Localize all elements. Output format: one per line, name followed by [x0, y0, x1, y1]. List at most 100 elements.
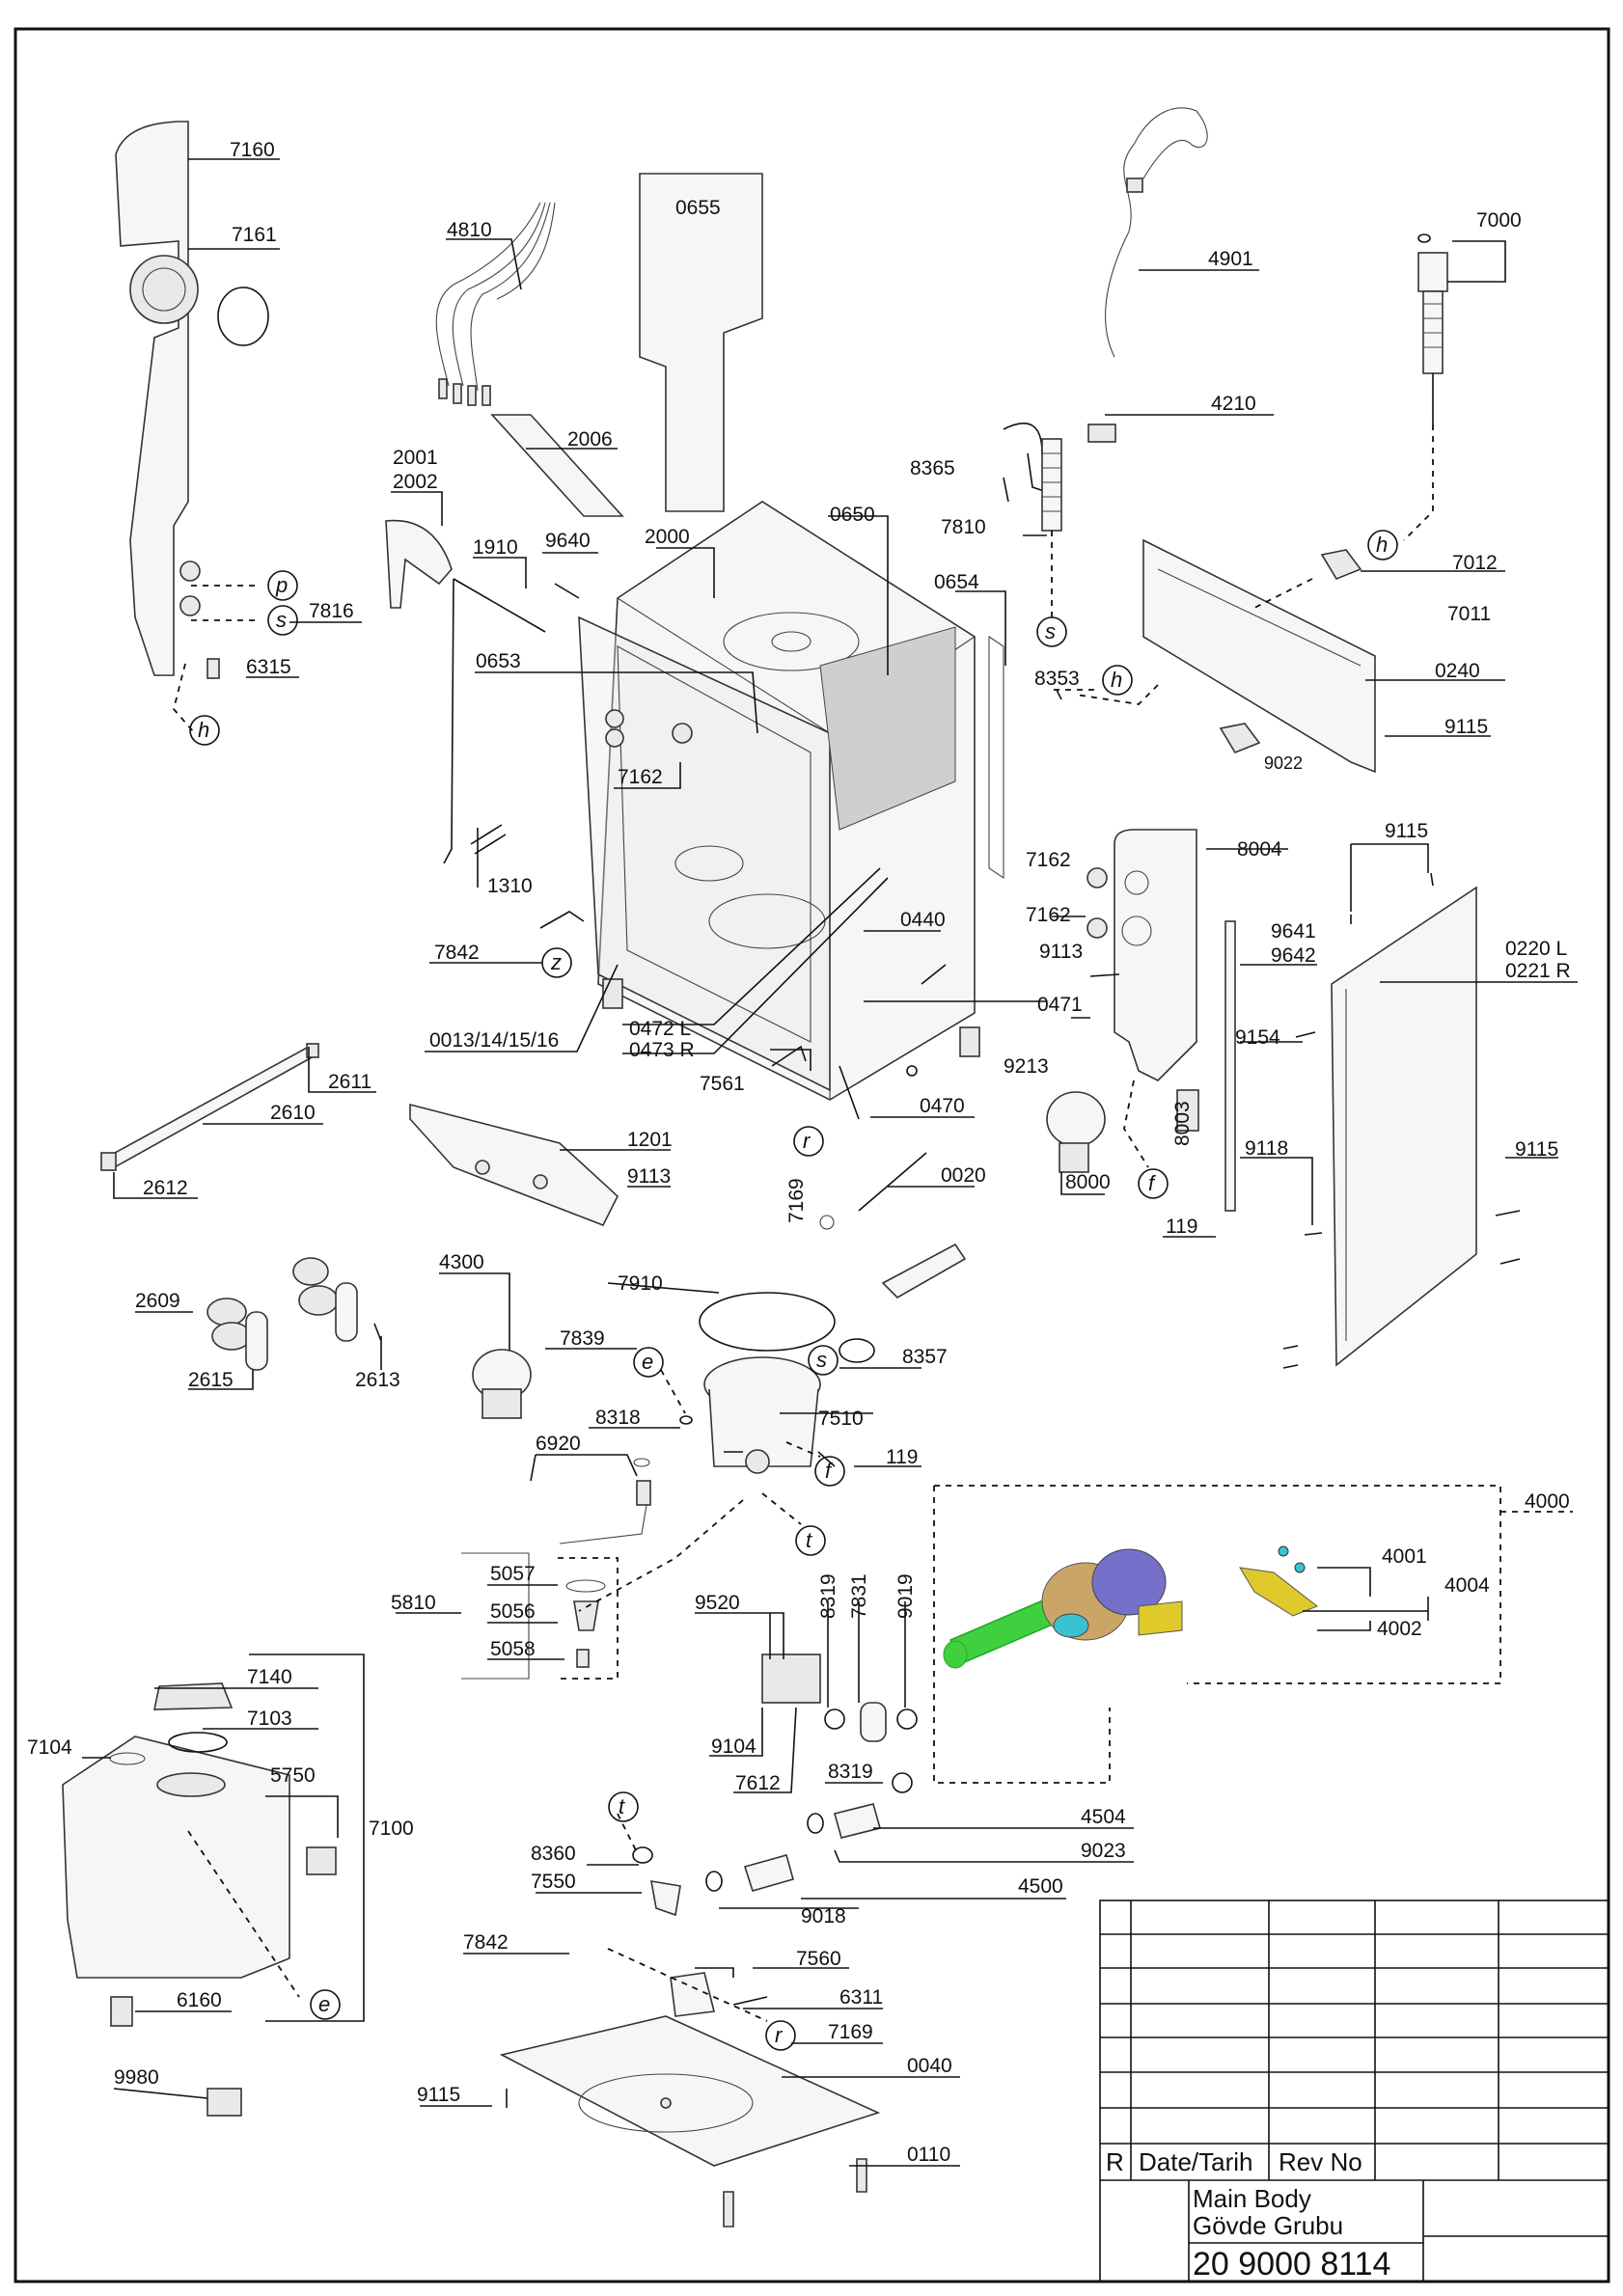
label-7831: 7831	[848, 1573, 870, 1619]
label-0653: 0653	[476, 650, 521, 672]
label-119-b: 119	[886, 1446, 918, 1468]
svg-text:e: e	[642, 1350, 653, 1374]
drawing-title-en: Main Body	[1193, 2184, 1311, 2213]
label-7561: 7561	[700, 1073, 745, 1095]
label-7162-a: 7162	[618, 766, 663, 788]
label-8003: 8003	[1171, 1101, 1194, 1146]
label-7510: 7510	[818, 1408, 864, 1430]
label-9019: 9019	[894, 1573, 917, 1619]
label-2000: 2000	[645, 526, 690, 548]
label-6920: 6920	[536, 1433, 581, 1455]
revision-marker: R	[1106, 2147, 1124, 2176]
marker-p: p	[267, 570, 298, 601]
label-5056: 5056	[490, 1600, 536, 1623]
label-7816: 7816	[309, 600, 354, 622]
label-0020: 0020	[941, 1164, 986, 1187]
label-2001: 2001	[393, 447, 438, 469]
label-9113-b: 9113	[627, 1165, 671, 1188]
label-9022: 9022	[1264, 753, 1303, 773]
label-9980: 9980	[114, 2066, 159, 2089]
label-7011: 7011	[1447, 603, 1491, 625]
svg-text:t: t	[806, 1528, 812, 1552]
label-2615: 2615	[188, 1369, 234, 1391]
marker-s-3: s	[808, 1345, 839, 1376]
label-1910: 1910	[473, 536, 518, 559]
marker-r-2: r	[765, 2020, 796, 2051]
label-7169-a: 7169	[785, 1178, 808, 1223]
circle-markers: p s h s h h z r f e s f t t e r	[189, 530, 1398, 2051]
label-7162-b: 7162	[1026, 849, 1071, 871]
label-0013-14-15-16: 0013/14/15/16	[429, 1029, 559, 1052]
label-7550: 7550	[531, 1871, 576, 1893]
label-0654: 0654	[934, 571, 979, 593]
label-9520: 9520	[695, 1592, 740, 1614]
label-9115-b: 9115	[1385, 820, 1428, 842]
label-9154: 9154	[1235, 1026, 1280, 1049]
date-header: Date/Tarih	[1139, 2147, 1253, 2176]
label-7612: 7612	[735, 1772, 781, 1794]
marker-h-2: h	[1102, 665, 1133, 696]
label-2611: 2611	[328, 1071, 371, 1093]
label-5057: 5057	[490, 1563, 536, 1585]
label-9640: 9640	[545, 530, 591, 552]
label-4500: 4500	[1018, 1875, 1063, 1898]
label-1310: 1310	[487, 875, 533, 897]
drawing-number: 20 9000 8114	[1193, 2246, 1390, 2282]
label-5810: 5810	[391, 1592, 436, 1614]
label-9023: 9023	[1081, 1840, 1126, 1862]
label-9213: 9213	[1004, 1055, 1049, 1078]
svg-text:f: f	[825, 1459, 834, 1483]
label-7012: 7012	[1452, 552, 1498, 574]
label-4901: 4901	[1208, 248, 1253, 270]
label-4210: 4210	[1211, 393, 1256, 415]
label-7103: 7103	[247, 1708, 292, 1730]
label-8004: 8004	[1237, 838, 1282, 861]
svg-text:e: e	[318, 1992, 330, 2016]
label-8319-b: 8319	[828, 1761, 873, 1783]
label-2006: 2006	[567, 428, 613, 451]
svg-text:h: h	[1376, 533, 1388, 557]
label-2609: 2609	[135, 1290, 180, 1312]
title-block: R Date/Tarih Rev No Main Body Gövde Grub…	[1099, 1900, 1609, 2282]
label-4300: 4300	[439, 1251, 484, 1273]
label-9118: 9118	[1245, 1137, 1288, 1160]
svg-text:s: s	[276, 608, 287, 632]
label-0471: 0471	[1037, 994, 1083, 1016]
part-illustrations	[62, 107, 1521, 2228]
leader-lines	[82, 158, 1578, 2167]
label-4002: 4002	[1377, 1618, 1422, 1640]
label-7842-b: 7842	[463, 1931, 509, 1954]
label-2610: 2610	[270, 1102, 316, 1124]
label-2612: 2612	[143, 1177, 188, 1199]
marker-f-2: f	[814, 1456, 845, 1487]
svg-text:r: r	[803, 1129, 812, 1153]
label-5750: 5750	[270, 1764, 316, 1787]
label-7160: 7160	[230, 139, 275, 161]
marker-h-1: h	[189, 715, 220, 746]
label-0221-r: 0221 R	[1505, 960, 1571, 982]
label-7104: 7104	[27, 1736, 72, 1759]
label-0110: 0110	[907, 2144, 950, 2166]
label-8357: 8357	[902, 1346, 948, 1368]
dashed-connections	[173, 424, 1573, 2022]
label-8000: 8000	[1065, 1171, 1111, 1193]
svg-text:f: f	[1148, 1171, 1157, 1195]
label-6315: 6315	[246, 656, 291, 678]
label-7140: 7140	[247, 1666, 292, 1688]
marker-s-2: s	[1036, 616, 1067, 647]
label-7000: 7000	[1476, 209, 1522, 232]
label-9641: 9641	[1271, 920, 1316, 943]
marker-t-2: t	[608, 1791, 639, 1822]
marker-s-1: s	[267, 605, 298, 636]
svg-text:h: h	[1111, 668, 1122, 692]
label-4000: 4000	[1525, 1490, 1570, 1513]
label-0470: 0470	[920, 1095, 965, 1117]
label-119-a: 119	[1166, 1216, 1197, 1238]
label-4504: 4504	[1081, 1806, 1126, 1828]
label-4810: 4810	[447, 219, 492, 241]
label-6160: 6160	[177, 1989, 222, 2011]
label-9115-d: 9115	[417, 2084, 460, 2106]
label-7100: 7100	[369, 1818, 414, 1840]
label-0220-l: 0220 L	[1505, 938, 1567, 960]
label-9115-c: 9115	[1515, 1138, 1558, 1161]
